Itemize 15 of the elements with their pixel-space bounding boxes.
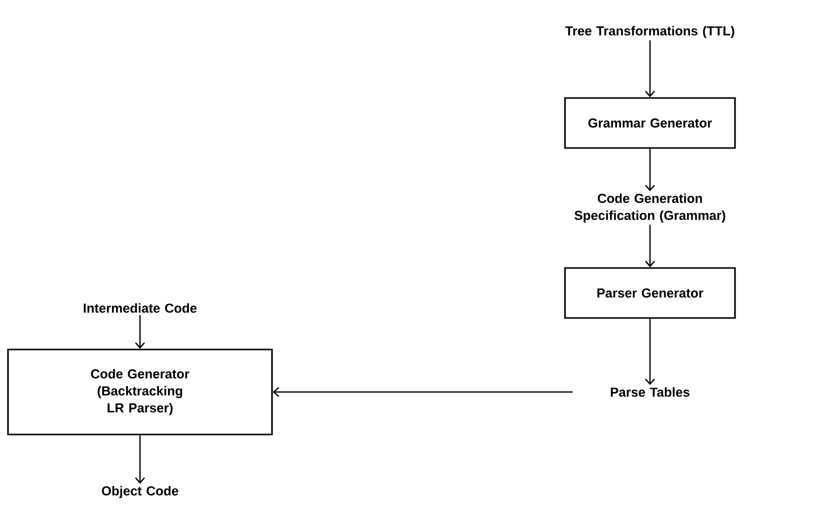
arrow	[645, 224, 655, 268]
process-box: Parser Generator	[564, 267, 736, 319]
text-label: Intermediate Code	[84, 303, 197, 313]
arrow	[135, 314, 145, 349]
arrow	[135, 435, 145, 484]
process-box: Code Generator (Backtracking LR Parser)	[7, 348, 273, 436]
arrow	[645, 318, 655, 386]
process-box: Grammar Generator	[564, 97, 736, 149]
text-label: Parse Tables	[610, 387, 690, 397]
text-label: Code Generation Specification (Grammar)	[574, 193, 726, 223]
arrow	[645, 148, 655, 192]
arrow	[272, 387, 573, 397]
text-label: Tree Transformations (TTL)	[565, 26, 734, 38]
arrow	[645, 40, 655, 98]
text-label: Object Code	[102, 486, 178, 498]
